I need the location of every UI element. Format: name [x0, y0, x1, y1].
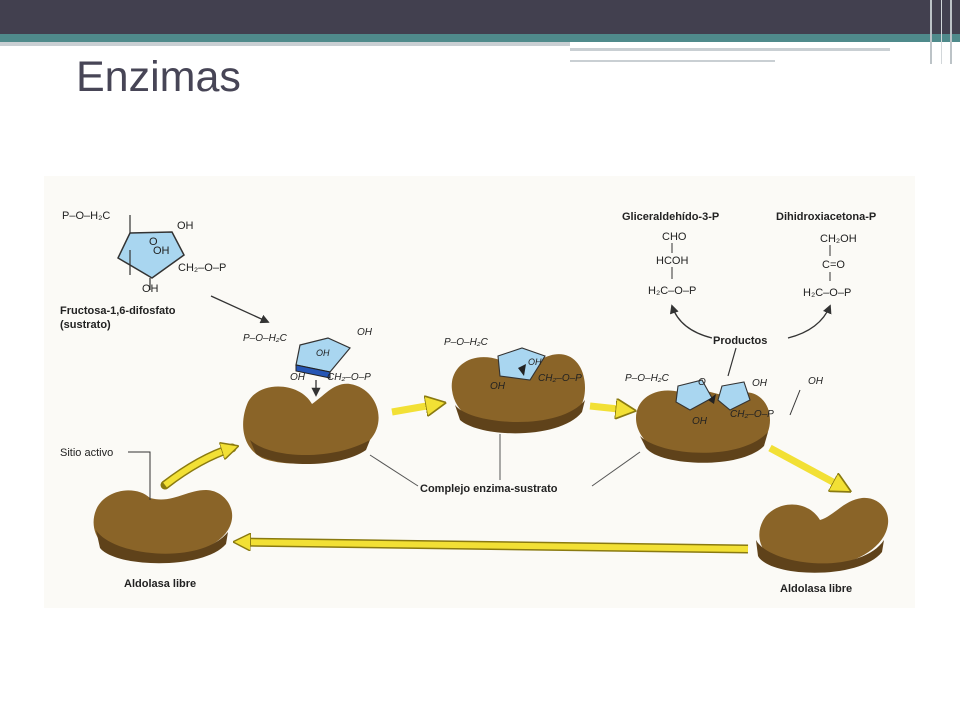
substrate-ring-o: O — [149, 236, 158, 248]
productos-label: Productos — [713, 335, 767, 347]
decor-vertical-lines — [941, 0, 946, 64]
title-bar-teal-stripe — [0, 34, 960, 42]
substrate-oh-bottom: OH — [142, 283, 159, 295]
product1-l1: CHO — [662, 231, 687, 243]
stage3-substrate — [675, 379, 751, 411]
substrate-ring — [117, 215, 185, 290]
slide-title: Enzimas — [76, 53, 241, 101]
decor-line — [570, 60, 775, 62]
aldolasa-libre-left: Aldolasa libre — [124, 578, 196, 590]
product2-l2: C=O — [822, 259, 845, 271]
product-arrow-right — [787, 304, 832, 339]
stage2-ch2op: CH₂–O–P — [538, 373, 582, 384]
sitio-activo-pointer — [128, 451, 151, 500]
binding-arrow — [210, 295, 270, 324]
aldolasa-libre-right: Aldolasa libre — [780, 583, 852, 595]
complejo-label: Complejo enzima-sustrato — [420, 483, 558, 495]
stage3-bond — [789, 389, 801, 416]
stage1-oh-top: OH — [357, 327, 373, 338]
enzyme-free-left — [93, 490, 233, 564]
substrate-formula-left: P–O–H₂C — [62, 210, 110, 222]
enzyme-shape-2 — [451, 349, 585, 434]
flow-arrows — [160, 404, 844, 554]
stage1-oh-inner: OH — [316, 348, 330, 358]
product2-l3: H₂C–O–P — [803, 287, 851, 299]
product2-l1: CH₂OH — [820, 233, 857, 245]
stage1-oh-bottom: OH — [290, 372, 306, 383]
substrate-oh-top: OH — [177, 220, 194, 232]
stage3-formula-left: P–O–H₂C — [625, 373, 670, 384]
stage2-substrate — [497, 347, 546, 381]
stage3-ch2op: CH₂–O–P — [730, 409, 774, 420]
substrate-ch2op: CH₂–O–P — [178, 262, 226, 274]
stage3-oh-top: OH — [752, 378, 768, 389]
stage2-formula-left: P–O–H₂C — [444, 337, 489, 348]
complejo-leader — [369, 454, 419, 487]
product1-l3: H₂C–O–P — [648, 285, 696, 297]
stage1-formula-left: P–O–H₂C — [243, 333, 288, 344]
stage3-oh-bottom: OH — [692, 416, 708, 427]
stage1-substrate — [295, 337, 351, 379]
aldolase-diagram: P–O–H₂C OH O OH CH₂–O–P OH Fructosa-1,6-… — [60, 210, 889, 595]
stage3-o: O — [698, 377, 706, 388]
product1-l2: HCOH — [656, 255, 688, 267]
decor-line — [0, 42, 570, 46]
product2-name: Dihidroxiacetona-P — [776, 211, 876, 223]
complejo-leader — [591, 451, 641, 487]
product1-name: Gliceraldehído-3-P — [622, 211, 719, 223]
product-arrow-left — [669, 304, 713, 339]
substrate-label: Fructosa-1,6-difosfato — [60, 305, 176, 317]
stage3-oh-far: OH — [808, 376, 824, 387]
decor-line — [570, 48, 890, 51]
stage2-oh-bottom: OH — [490, 381, 506, 392]
decor-vertical-lines — [930, 0, 952, 64]
diagram-panel: P–O–H₂C OH O OH CH₂–O–P OH Fructosa-1,6-… — [44, 176, 915, 608]
stage1-ch2op: CH₂–O–P — [327, 372, 371, 383]
enzyme-shape-3 — [636, 389, 770, 463]
substrate-label-sub: (sustrato) — [60, 319, 111, 331]
stage2-oh-inner: OH — [528, 357, 542, 367]
title-bar-dark — [0, 0, 960, 34]
substrate-oh-inner: OH — [153, 245, 170, 257]
sitio-activo-label: Sitio activo — [60, 447, 113, 459]
enzyme-free-right — [756, 497, 889, 573]
enzyme-shape-1 — [243, 383, 379, 465]
productos-leader — [727, 347, 737, 377]
